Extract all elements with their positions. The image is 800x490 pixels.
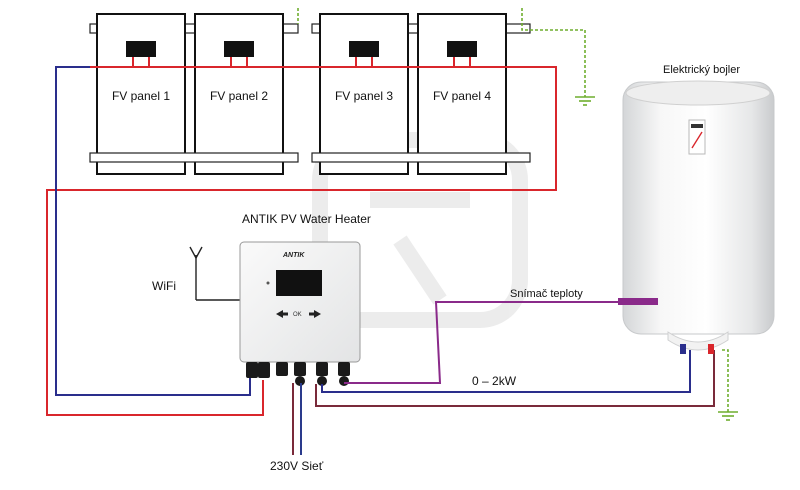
pv-panel-4: FV panel 4 [417, 13, 507, 175]
electric-boiler [618, 80, 775, 354]
pv-panel-label: FV panel 1 [112, 89, 170, 103]
ground-symbol-panels [575, 96, 595, 106]
boiler-bottom-cap [667, 331, 729, 351]
pv-panel-frame [96, 13, 186, 175]
pv-panel-1: FV panel 1 [96, 13, 186, 175]
controller-title: ANTIK PV Water Heater [242, 212, 371, 226]
heater-terminal-right [708, 344, 714, 354]
controller-display [276, 270, 322, 296]
controller-buttons [276, 310, 321, 318]
pv-panel-frame [319, 13, 409, 175]
controller-ok-label: OK [293, 312, 302, 318]
power-label: 0 – 2kW [472, 374, 517, 388]
panel-rail-bottom [89, 152, 531, 163]
pv-panels: FV panel 1 FV panel 2 FV panel 3 FV panel 4 [96, 13, 507, 175]
heater-power-wire [315, 350, 715, 407]
positive-dc-wire [46, 66, 557, 416]
ground-wire-panels [297, 8, 586, 97]
junction-box [224, 41, 254, 57]
sensor-label: Snímač teploty [510, 288, 583, 300]
pv-panel-3: FV panel 3 [319, 13, 409, 175]
junction-box [447, 41, 477, 57]
sensor-wire [344, 301, 618, 384]
controller-connectors [246, 362, 350, 386]
ground-symbol-boiler [718, 411, 738, 421]
negative-dc-wire [55, 66, 251, 396]
controller-led [266, 281, 270, 285]
boiler-top [625, 80, 771, 106]
ground-wire-boiler [722, 349, 729, 412]
wifi-antenna-icon [189, 246, 240, 301]
mains-label: 230V Sieť [270, 459, 324, 473]
controller-unit: ANTIK OK [239, 241, 361, 363]
pv-panel-label: FV panel 3 [335, 89, 393, 103]
controller-brand: ANTIK [282, 252, 305, 259]
controller-body [239, 241, 361, 363]
wifi-label: WiFi [152, 279, 176, 293]
junction-box [126, 41, 156, 57]
arrow-right-icon [309, 310, 321, 318]
pv-panel-label: FV panel 4 [433, 89, 491, 103]
junction-box [349, 41, 379, 57]
heater-terminal-left [680, 344, 686, 354]
pv-panel-2: FV panel 2 [194, 13, 284, 175]
sensor-probe [618, 298, 658, 305]
pv-panel-label: FV panel 2 [210, 89, 268, 103]
arrow-left-icon [276, 310, 288, 318]
pv-panel-frame [417, 13, 507, 175]
pv-panel-frame [194, 13, 284, 175]
boiler-title: Elektrický bojler [663, 64, 740, 76]
mains-wire [292, 383, 302, 455]
